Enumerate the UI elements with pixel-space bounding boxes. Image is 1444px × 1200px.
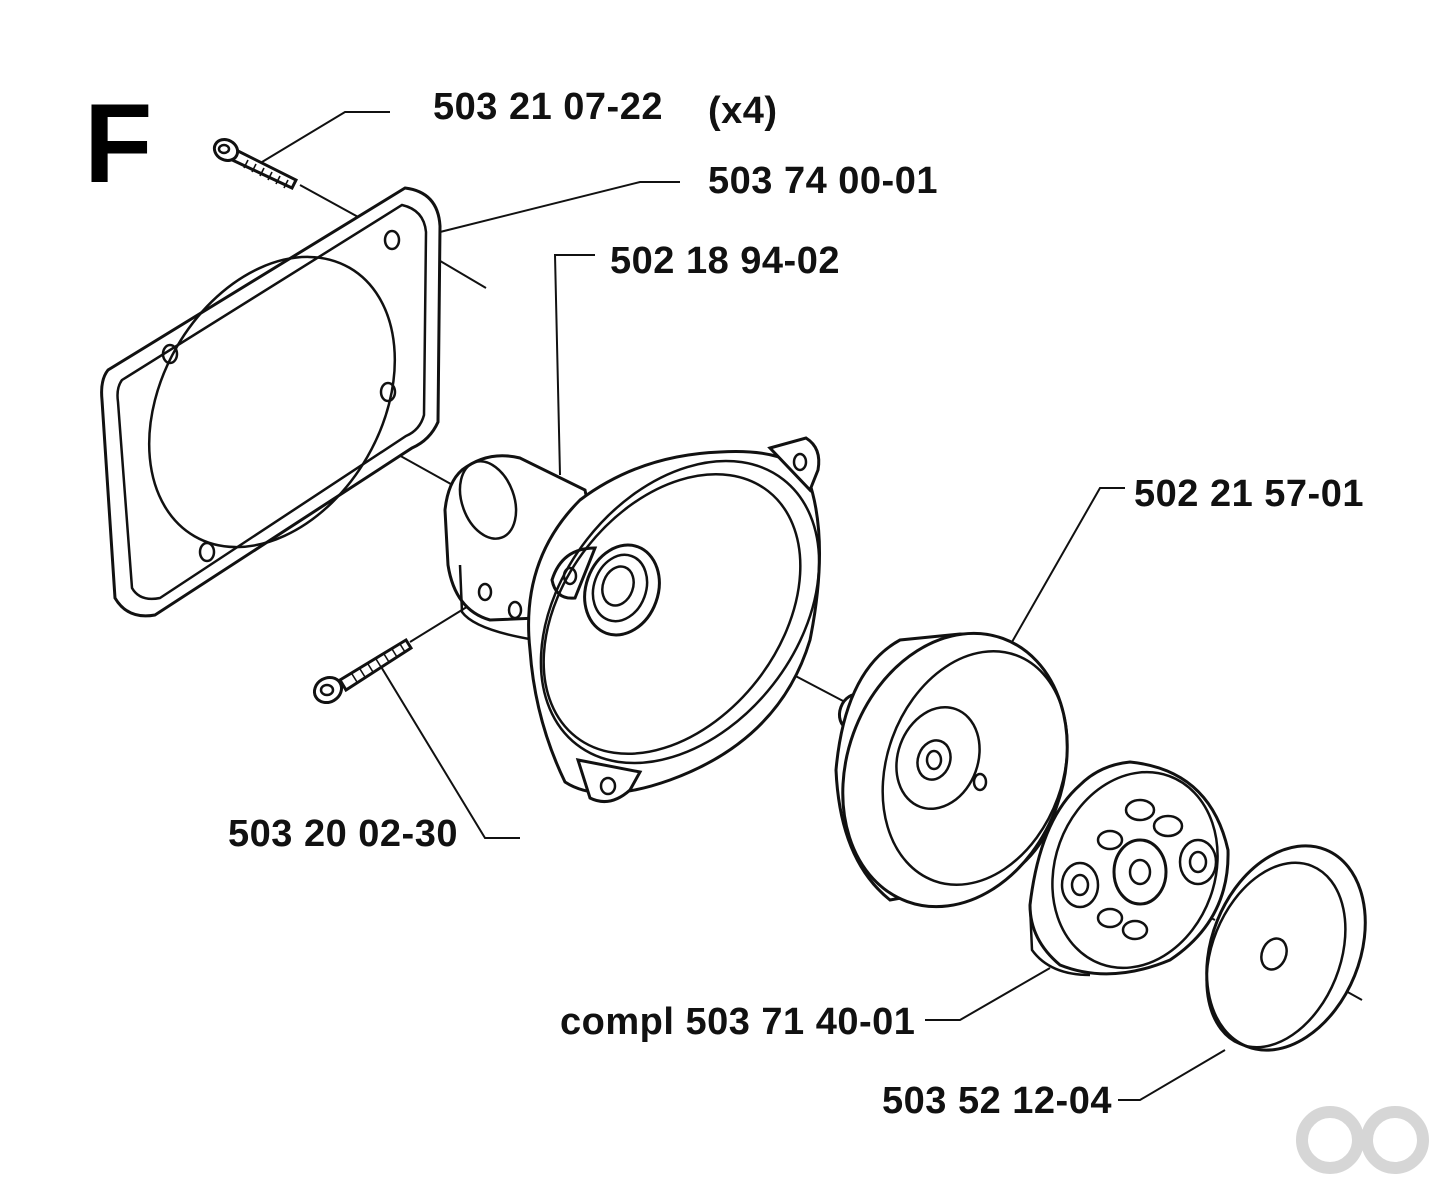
part-number-screw-top: 503 21 07-22 [433, 86, 663, 128]
part-number-washer-plate: 503 52 12-04 [882, 1080, 1112, 1122]
clutch-drum-part [834, 631, 1069, 909]
screw-top-part [212, 138, 299, 190]
leader-drum [1011, 487, 1125, 643]
leader-washer [1118, 1049, 1226, 1101]
leader-screw-lower [379, 664, 520, 839]
quantity-screw-top: (x4) [708, 90, 778, 132]
part-number-clutch: compl 503 71 40-01 [560, 1001, 916, 1043]
leader-gasket [439, 181, 680, 233]
leader-clutch [925, 967, 1051, 1021]
clutch-housing-part [443, 436, 822, 804]
leader-screw-top-axis [299, 184, 361, 219]
brand-logo-icon [1296, 1106, 1429, 1174]
leader-screw-lower-axis [409, 604, 471, 643]
screw-lower-part [312, 637, 414, 705]
clutch-part [1028, 760, 1230, 977]
washer-plate-part [1205, 844, 1367, 1052]
section-letter: F [84, 81, 153, 206]
part-number-gasket: 503 74 00-01 [708, 160, 938, 202]
part-number-screw-lower: 503 20 02-30 [228, 813, 458, 855]
leader-housing [553, 254, 595, 476]
part-number-clutch-housing: 502 18 94-02 [610, 240, 840, 282]
gasket-part [100, 186, 442, 618]
part-number-clutch-drum: 502 21 57-01 [1134, 473, 1364, 515]
leader-screw-top [261, 111, 390, 163]
